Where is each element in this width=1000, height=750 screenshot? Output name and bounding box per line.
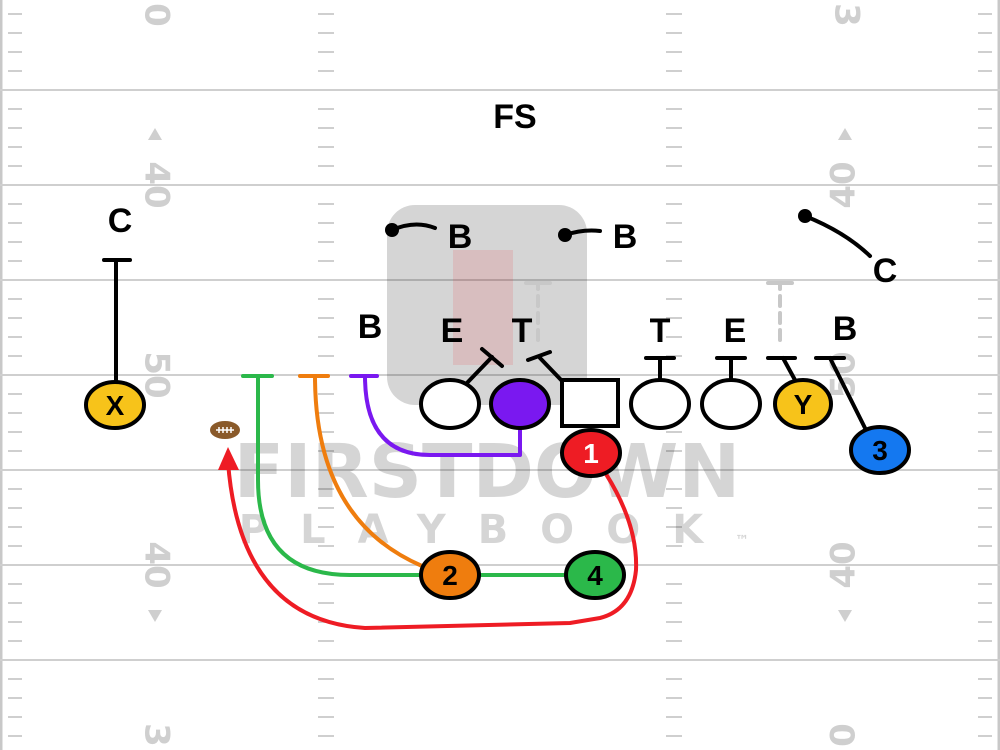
offense: X Y 1 3 2 4 bbox=[84, 378, 911, 600]
watermark-logo-accent bbox=[453, 250, 513, 365]
defender-end-left: E bbox=[441, 312, 464, 350]
defender-backer-left: B bbox=[358, 308, 383, 346]
player-x-label: X bbox=[106, 390, 125, 421]
yard-arrow-icon bbox=[838, 610, 852, 622]
route-red bbox=[226, 460, 639, 630]
defender-backer-mid-left: B bbox=[448, 218, 473, 256]
route-orange bbox=[313, 374, 424, 568]
corner-right-tail bbox=[803, 214, 872, 258]
defender-tackle-left: T bbox=[512, 312, 533, 350]
watermark-brand-line2: PLAYBOOK bbox=[239, 507, 735, 553]
player-2 bbox=[419, 550, 481, 600]
yard-number-mid-left: 50 bbox=[137, 351, 177, 398]
yard-number-upper-left: 40 bbox=[137, 161, 177, 208]
defender-backer-right: B bbox=[833, 310, 858, 348]
player-1-label: 1 bbox=[583, 438, 599, 469]
player-x bbox=[84, 380, 146, 430]
block-lt bbox=[463, 355, 494, 387]
yard-number-upper-right: 40 bbox=[824, 161, 864, 208]
block-c-tee bbox=[526, 350, 552, 362]
yard-number-top-right: 3 bbox=[827, 3, 867, 27]
backer-mid-dot bbox=[558, 228, 572, 242]
block-3 bbox=[828, 356, 867, 430]
player-3-label: 3 bbox=[872, 435, 888, 466]
defender-free-safety: FS bbox=[493, 98, 536, 136]
player-1 bbox=[560, 428, 622, 478]
defender-corner-right: C bbox=[873, 252, 898, 290]
yard-number-lower-right: 40 bbox=[824, 541, 864, 588]
watermark-brand-line1: FIRSTDOWN bbox=[234, 429, 741, 515]
routes bbox=[102, 209, 872, 630]
player-2-label: 2 bbox=[442, 560, 458, 591]
defender-backer-mid-right: B bbox=[613, 218, 638, 256]
player-4 bbox=[564, 550, 626, 600]
defender-corner-left: C bbox=[108, 202, 133, 240]
lineman-right-guard bbox=[629, 378, 691, 430]
player-y bbox=[773, 378, 833, 430]
route-green bbox=[256, 374, 567, 577]
yard-arrow-icon bbox=[838, 128, 852, 140]
player-4-label: 4 bbox=[587, 560, 603, 591]
center-square bbox=[560, 378, 620, 428]
yard-arrow-icon bbox=[148, 128, 162, 140]
corner-right-dot bbox=[798, 209, 812, 223]
player-3 bbox=[849, 425, 911, 475]
yard-number-lower-left: 40 bbox=[137, 541, 177, 588]
defender-tackle-right: T bbox=[650, 312, 671, 350]
football-icon bbox=[210, 421, 240, 439]
yard-arrow-icon bbox=[148, 610, 162, 622]
defender-end-right: E bbox=[724, 312, 747, 350]
lineman-right-tackle bbox=[700, 378, 762, 430]
block-y bbox=[781, 356, 797, 382]
yard-number-top-left: 0 bbox=[137, 3, 177, 27]
watermark-trademark: ™ bbox=[735, 533, 749, 549]
yard-number-bottom-right: 0 bbox=[824, 723, 864, 747]
yard-number-bottom-left: 3 bbox=[137, 723, 177, 747]
defense: FS C C B B B B E T T E bbox=[108, 98, 898, 350]
lineman-left-guard bbox=[489, 378, 551, 430]
route-purple bbox=[363, 374, 522, 457]
backer-left-dot bbox=[385, 223, 399, 237]
block-lt-tee bbox=[480, 347, 504, 368]
lineman-left-tackle bbox=[419, 378, 481, 430]
player-y-label: Y bbox=[794, 389, 813, 420]
route-red-arrow-icon bbox=[218, 447, 239, 470]
